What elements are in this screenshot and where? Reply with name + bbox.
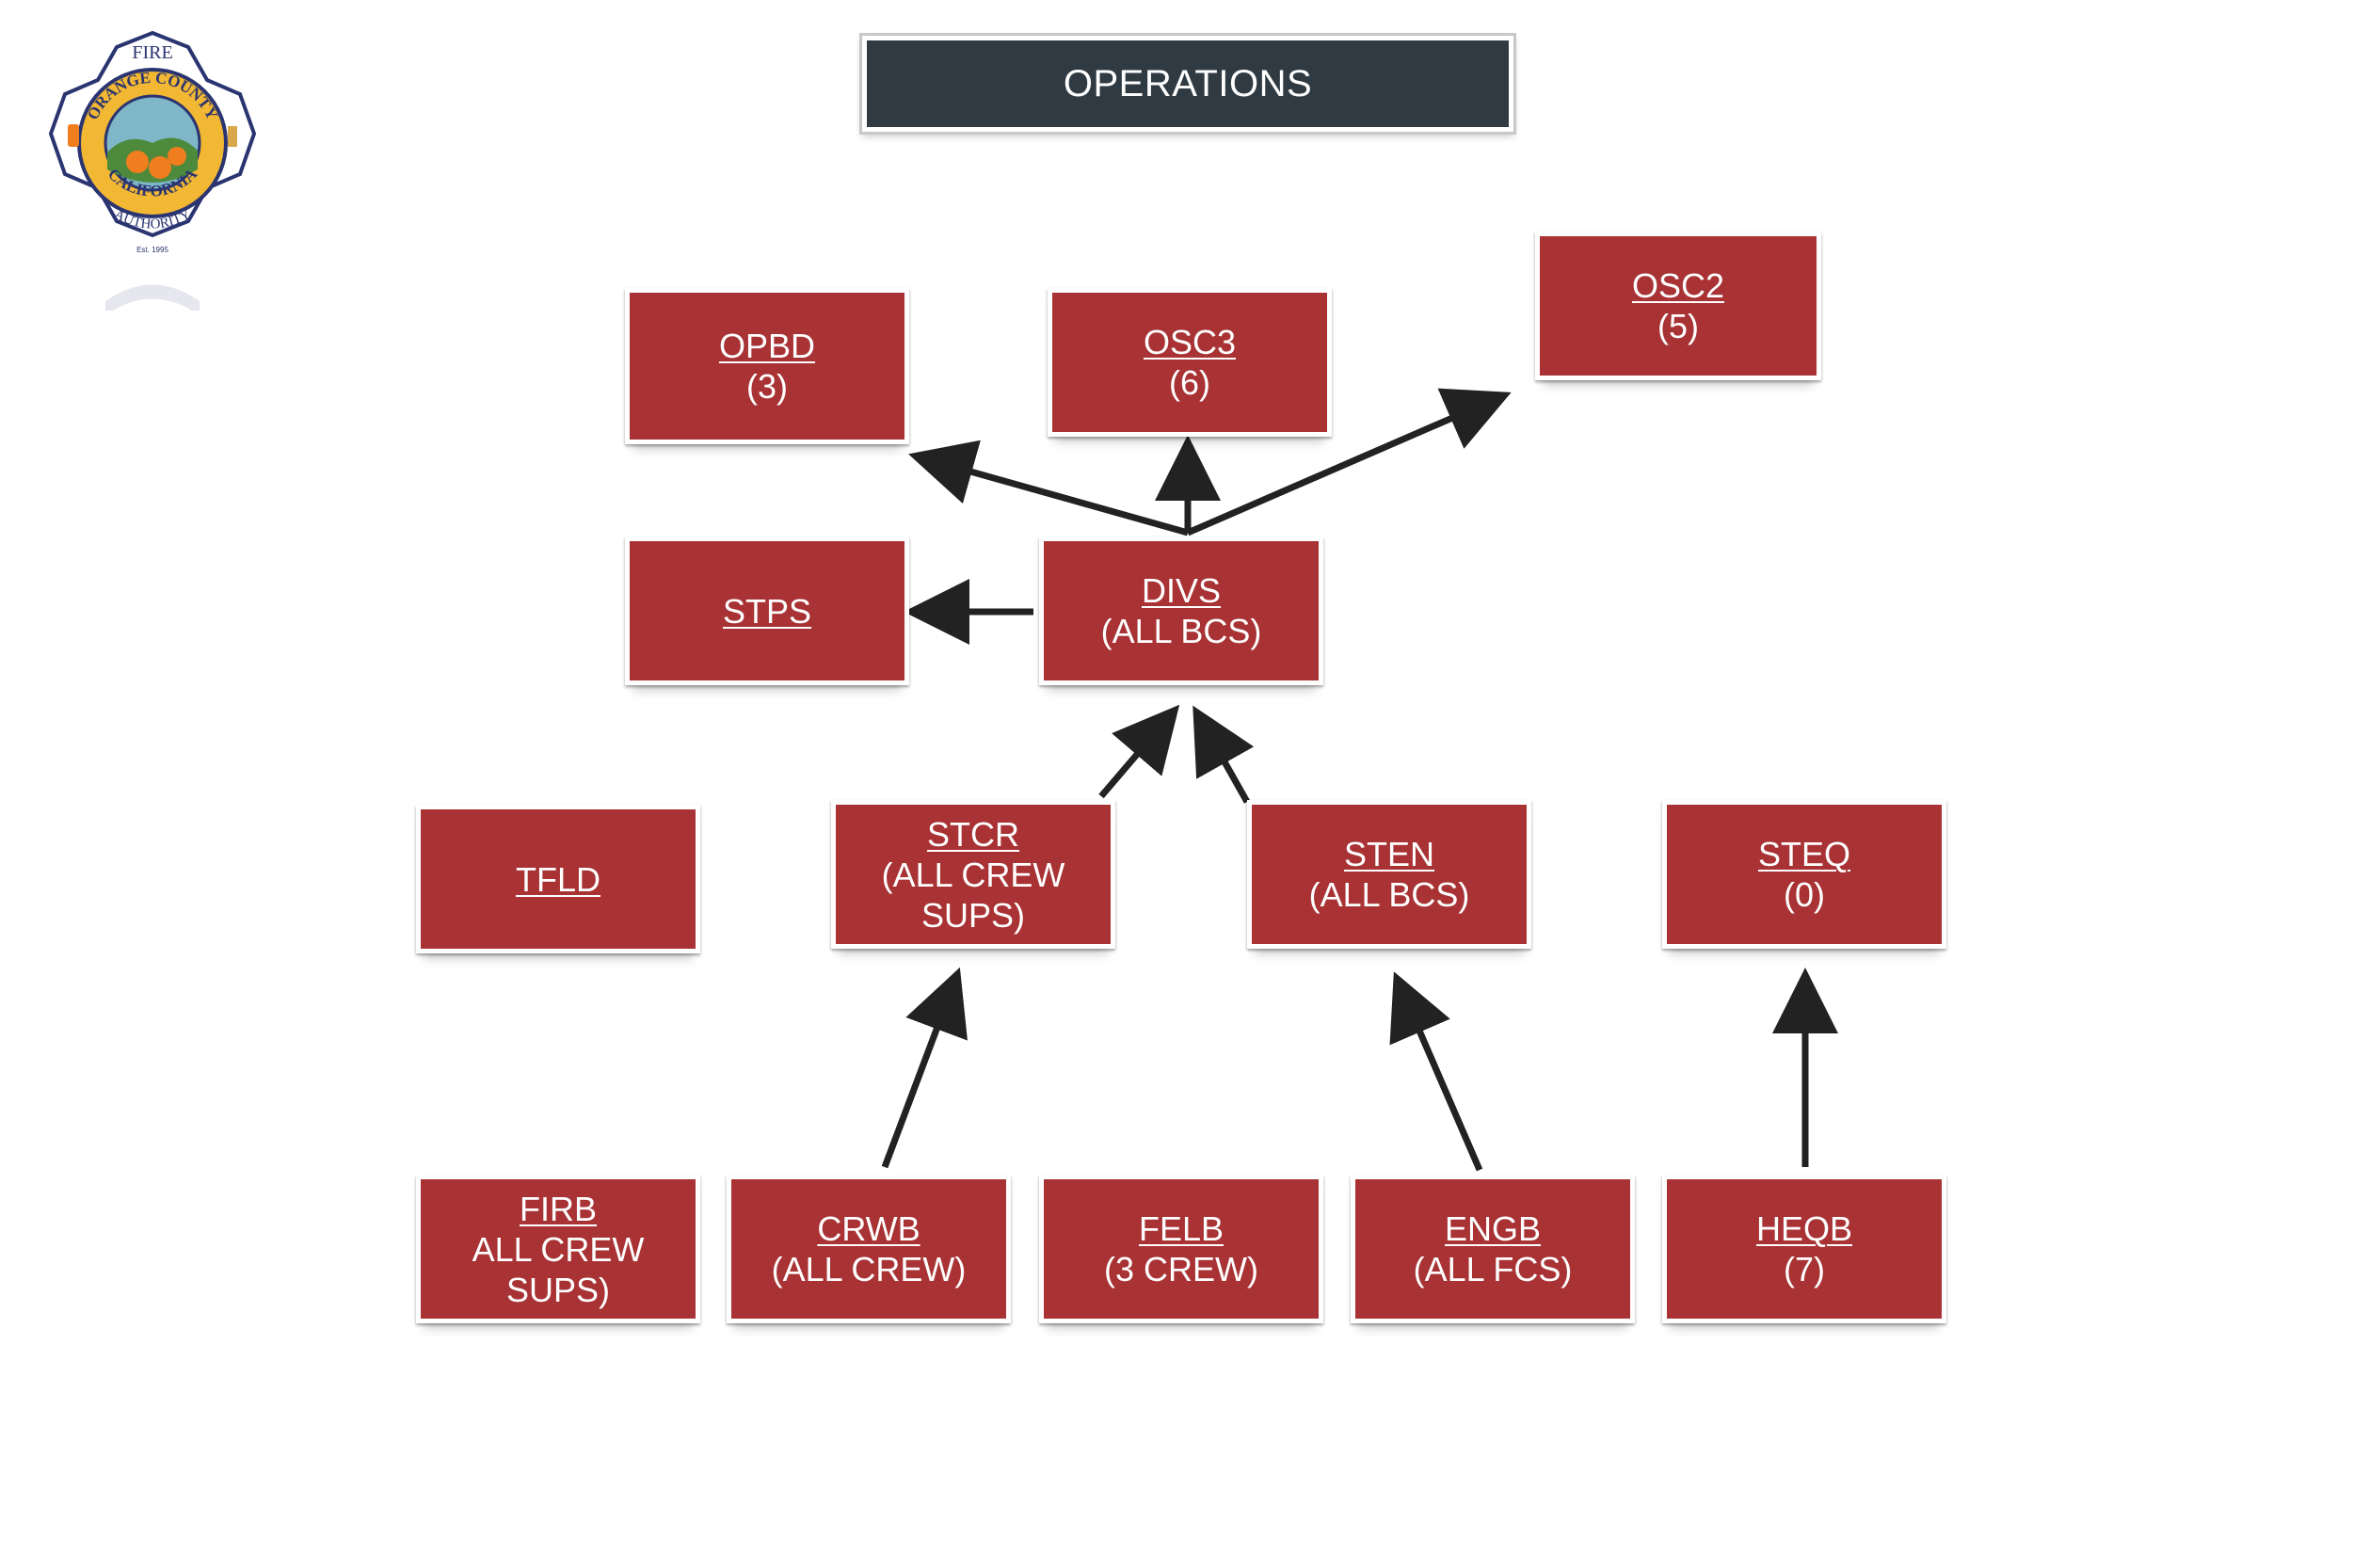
node-osc2: OSC2 (5) [1535, 232, 1821, 380]
node-firb-name: FIRB [519, 1189, 597, 1228]
fire-authority-logo: FIRE ORANGE COUNTY CALIFORNIA AUTHORITY … [47, 28, 259, 315]
node-divs-name: DIVS [1141, 571, 1222, 610]
node-osc2-name: OSC2 [1631, 266, 1725, 305]
node-engb-name: ENGB [1444, 1209, 1542, 1248]
node-divs-sub: (ALL BCS) [1100, 612, 1262, 650]
page-title: OPERATIONS [859, 33, 1516, 135]
node-felb-sub: (3 CREW) [1104, 1250, 1258, 1288]
node-heqb-sub: (7) [1784, 1250, 1825, 1288]
node-stps-name: STPS [722, 591, 812, 631]
arrow-engb-sten [1389, 971, 1483, 1172]
node-sten-sub: (ALL BCS) [1308, 875, 1470, 914]
node-osc3-name: OSC3 [1143, 323, 1237, 361]
node-heqb: HEQB (7) [1662, 1175, 1946, 1323]
arrow-crwb-stcr [881, 967, 968, 1169]
node-divs: DIVS (ALL BCS) [1039, 536, 1323, 685]
node-stcr-sub: (ALL CREW SUPS) [881, 855, 1065, 935]
node-crwb-name: CRWB [817, 1209, 920, 1248]
node-tfld-name: TFLD [516, 859, 600, 899]
node-firb: FIRB ALL CREW SUPS) [416, 1175, 700, 1323]
node-steq-name: STEQ [1757, 835, 1850, 873]
node-steq-sub: (0) [1784, 875, 1825, 914]
node-opbd: OPBD (3) [625, 288, 909, 444]
logo-est-text: Est. 1995 [136, 246, 168, 254]
node-felb-name: FELB [1138, 1209, 1225, 1248]
node-stcr-name: STCR [927, 814, 1019, 854]
node-sten: STEN (ALL BCS) [1247, 800, 1531, 949]
node-firb-sub: ALL CREW SUPS) [472, 1229, 645, 1309]
node-heqb-name: HEQB [1755, 1209, 1853, 1248]
node-engb: ENGB (ALL FCS) [1351, 1175, 1635, 1323]
node-osc3-sub: (6) [1169, 363, 1210, 402]
node-stcr: STCR (ALL CREW SUPS) [831, 800, 1115, 949]
node-sten-name: STEN [1343, 835, 1434, 873]
node-stps: STPS [625, 536, 909, 685]
node-steq: STEQ (0) [1662, 800, 1946, 949]
logo-fire-text: FIRE [132, 42, 172, 63]
node-osc2-sub: (5) [1657, 307, 1699, 345]
arrow-divs-opbd [908, 440, 1189, 536]
arrow-stcr-divs [1098, 704, 1180, 799]
node-osc3: OSC3 (6) [1048, 288, 1332, 437]
node-opbd-name: OPBD [718, 327, 816, 365]
node-engb-sub: (ALL FCS) [1413, 1250, 1573, 1288]
node-crwb: CRWB (ALL CREW) [727, 1175, 1011, 1323]
node-tfld: TFLD [416, 805, 700, 953]
node-crwb-sub: (ALL CREW) [771, 1250, 967, 1288]
arrow-sten-divs [1193, 705, 1255, 804]
node-opbd-sub: (3) [746, 367, 788, 406]
node-felb: FELB (3 CREW) [1039, 1175, 1323, 1323]
